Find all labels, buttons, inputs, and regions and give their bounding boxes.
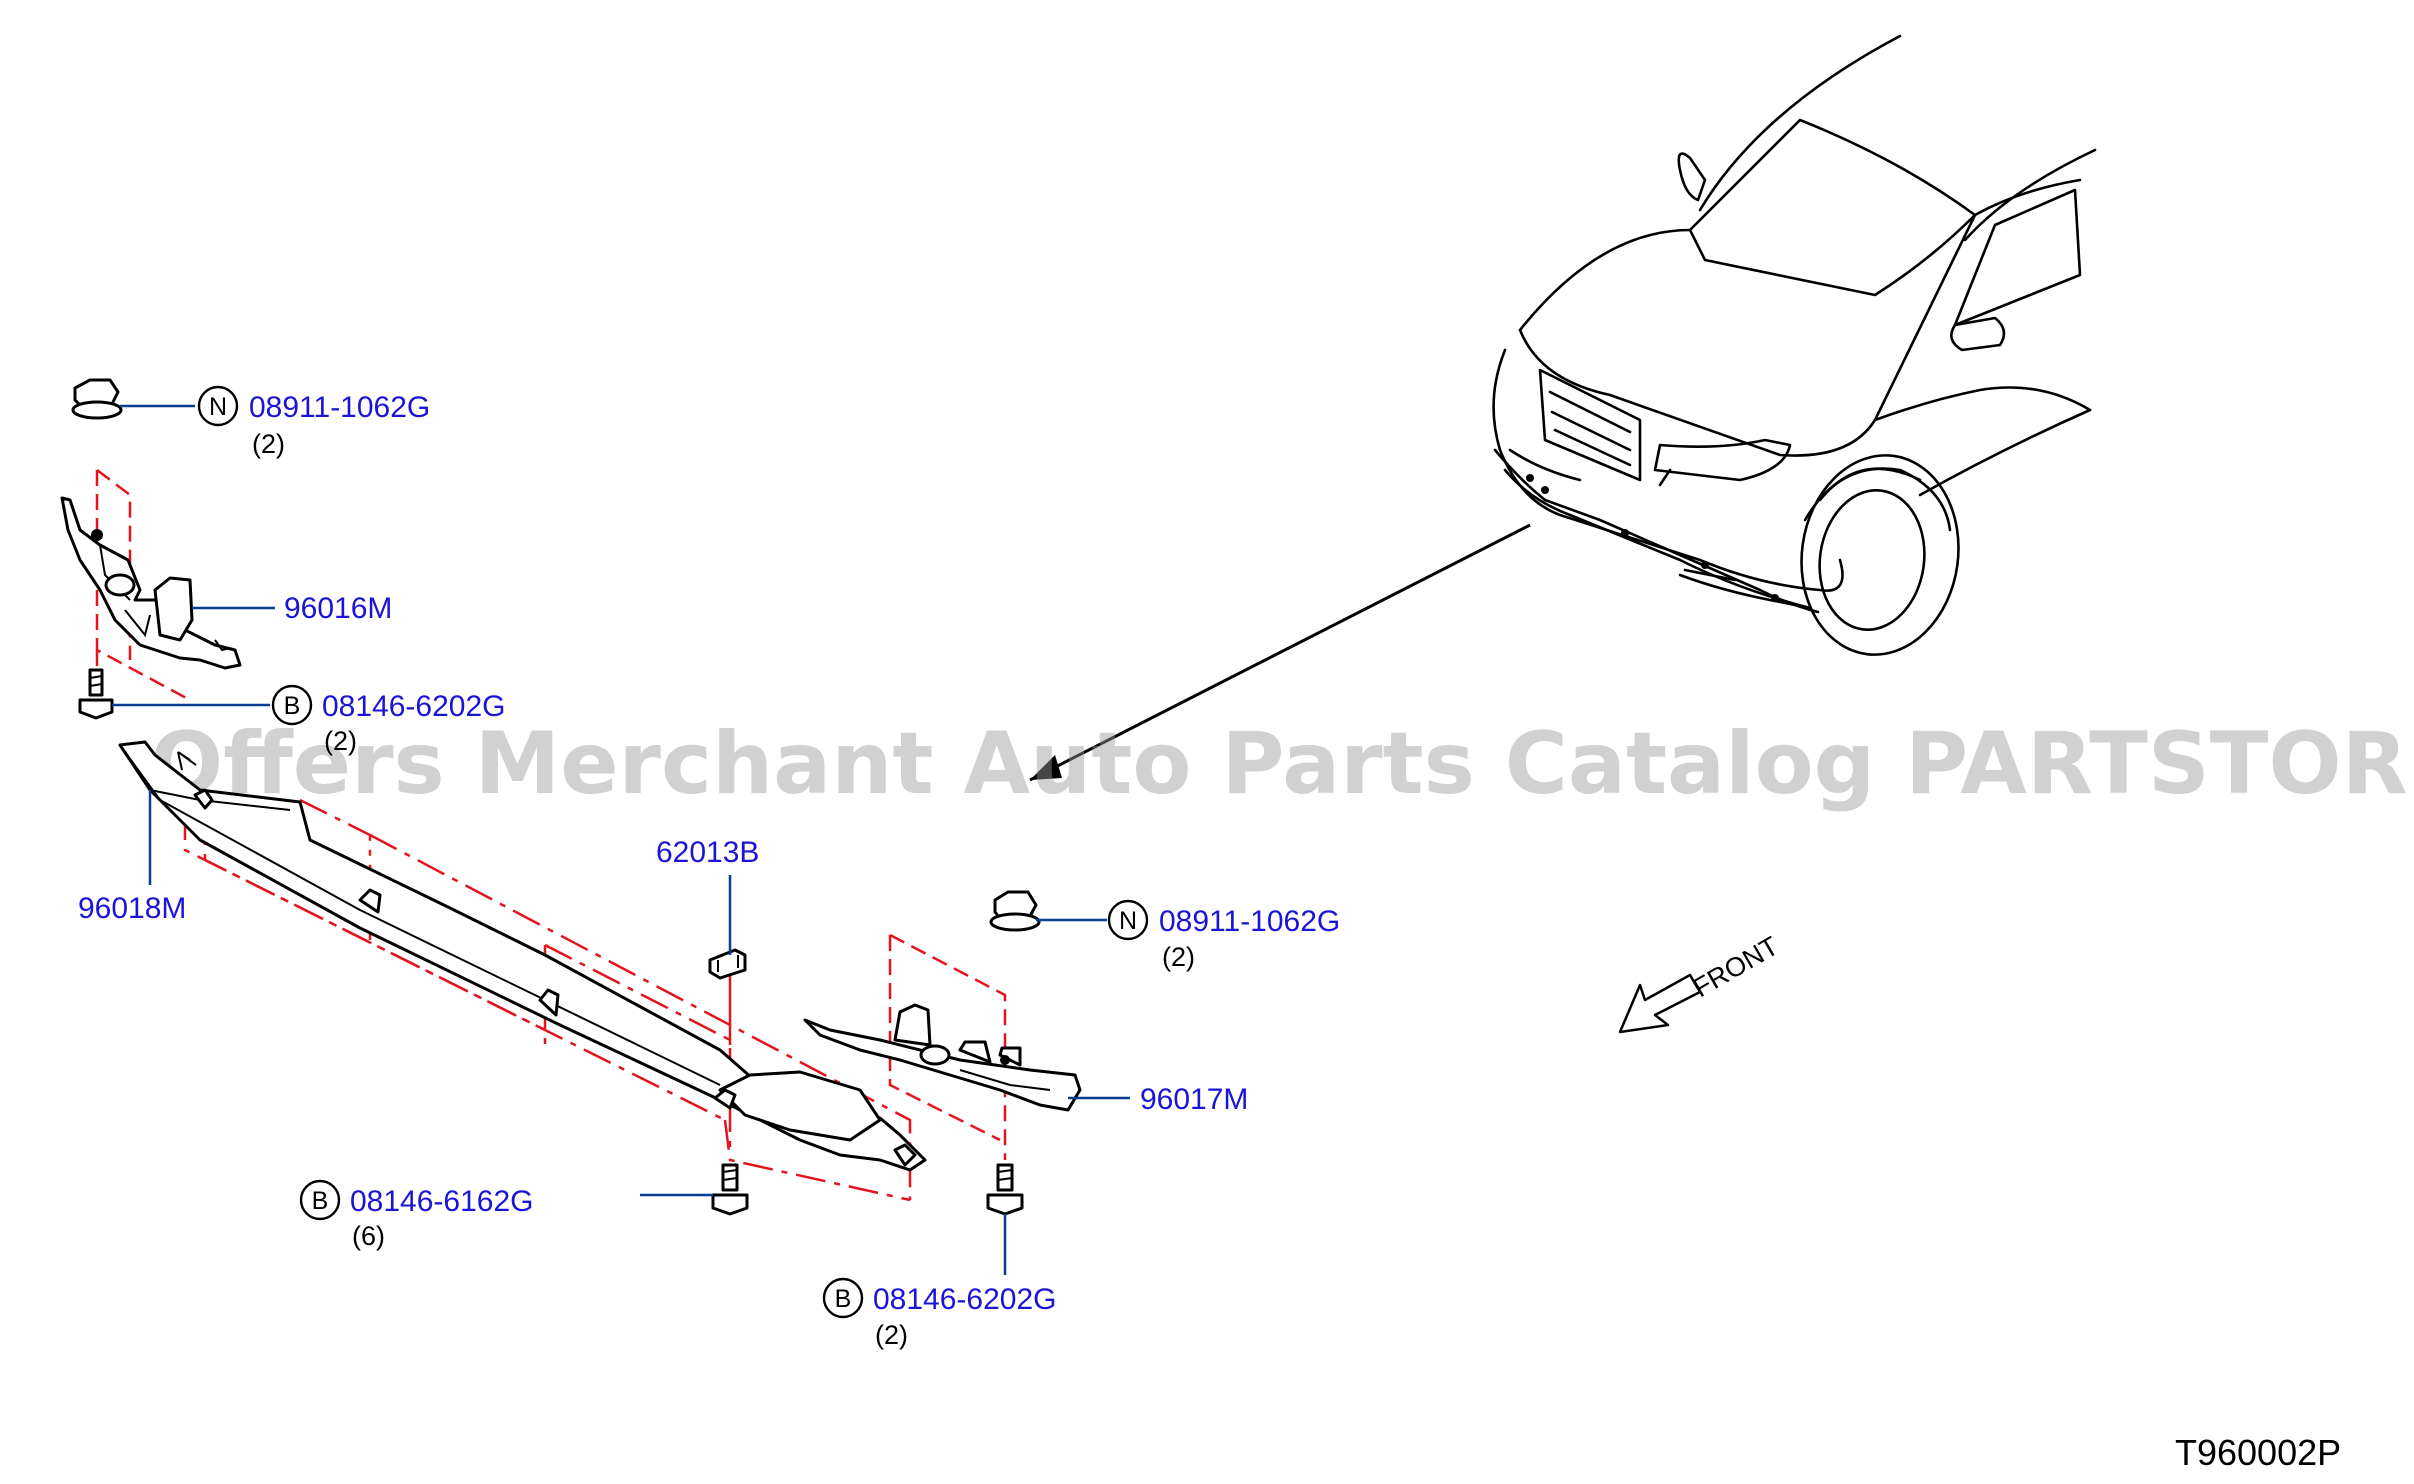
callout-nut-right[interactable]: N 08911-1062G (2): [1107, 899, 1340, 972]
callout-bolt-right[interactable]: B 08146-6202G (2): [822, 1277, 1057, 1350]
part-number-link[interactable]: 62013B: [656, 836, 759, 869]
callout-clip[interactable]: 62013B: [656, 836, 759, 869]
callout-nut-top-left[interactable]: N 08911-1062G (2): [197, 385, 430, 459]
callout-bolt-left[interactable]: B 08146-6202G (2): [271, 684, 506, 756]
location-arrow: [1029, 523, 1531, 782]
callout-badge: B: [284, 692, 301, 720]
part-number-link[interactable]: 96018M: [78, 892, 186, 925]
bolt-right[interactable]: [986, 1163, 1024, 1216]
quantity-label: (2): [875, 1320, 908, 1350]
clip-62013b[interactable]: [708, 948, 747, 980]
part-number-link[interactable]: 08146-6202G: [873, 1283, 1057, 1316]
front-direction-indicator: FRONT: [1618, 931, 1784, 1034]
bolt-left[interactable]: [78, 668, 114, 720]
front-arrow-icon: [1618, 973, 1702, 1034]
part-number-link[interactable]: 08911-1062G: [249, 391, 430, 424]
bolt-center[interactable]: [711, 1163, 749, 1216]
callout-bracket-left[interactable]: 96016M: [284, 592, 392, 625]
callout-bolt-center[interactable]: B 08146-6162G (6): [299, 1179, 534, 1251]
part-number-link[interactable]: 96016M: [284, 592, 392, 625]
quantity-label: (2): [324, 726, 357, 756]
vehicle-illustration: [1492, 34, 2097, 656]
bracket-96016m[interactable]: [60, 496, 242, 670]
under-cover-96018m[interactable]: [118, 740, 927, 1172]
quantity-label: (2): [252, 429, 285, 459]
flange-nut-left[interactable]: [71, 378, 123, 420]
leader-lines: [112, 404, 1130, 1275]
front-label: FRONT: [1688, 931, 1784, 1003]
part-number-link[interactable]: 96017M: [1140, 1083, 1248, 1116]
watermark-text: Offers Merchant Auto Parts Catalog PARTS…: [150, 714, 2414, 814]
callout-badge: B: [835, 1285, 852, 1313]
quantity-label: (2): [1162, 942, 1195, 972]
callout-badge: B: [312, 1187, 329, 1215]
bracket-96017m[interactable]: [803, 1003, 1082, 1112]
callout-badge: N: [209, 393, 227, 421]
part-number-link[interactable]: 08146-6162G: [350, 1185, 534, 1218]
flange-nut-right[interactable]: [989, 890, 1041, 932]
callout-badge: N: [1119, 907, 1137, 935]
diagram-code: T960002P: [2175, 1432, 2341, 1473]
callout-cover-main[interactable]: 96018M: [78, 892, 186, 925]
part-number-link[interactable]: 08146-6202G: [322, 690, 506, 723]
callout-bracket-right[interactable]: 96017M: [1140, 1083, 1248, 1116]
quantity-label: (6): [352, 1221, 385, 1251]
part-number-link[interactable]: 08911-1062G: [1159, 905, 1340, 938]
